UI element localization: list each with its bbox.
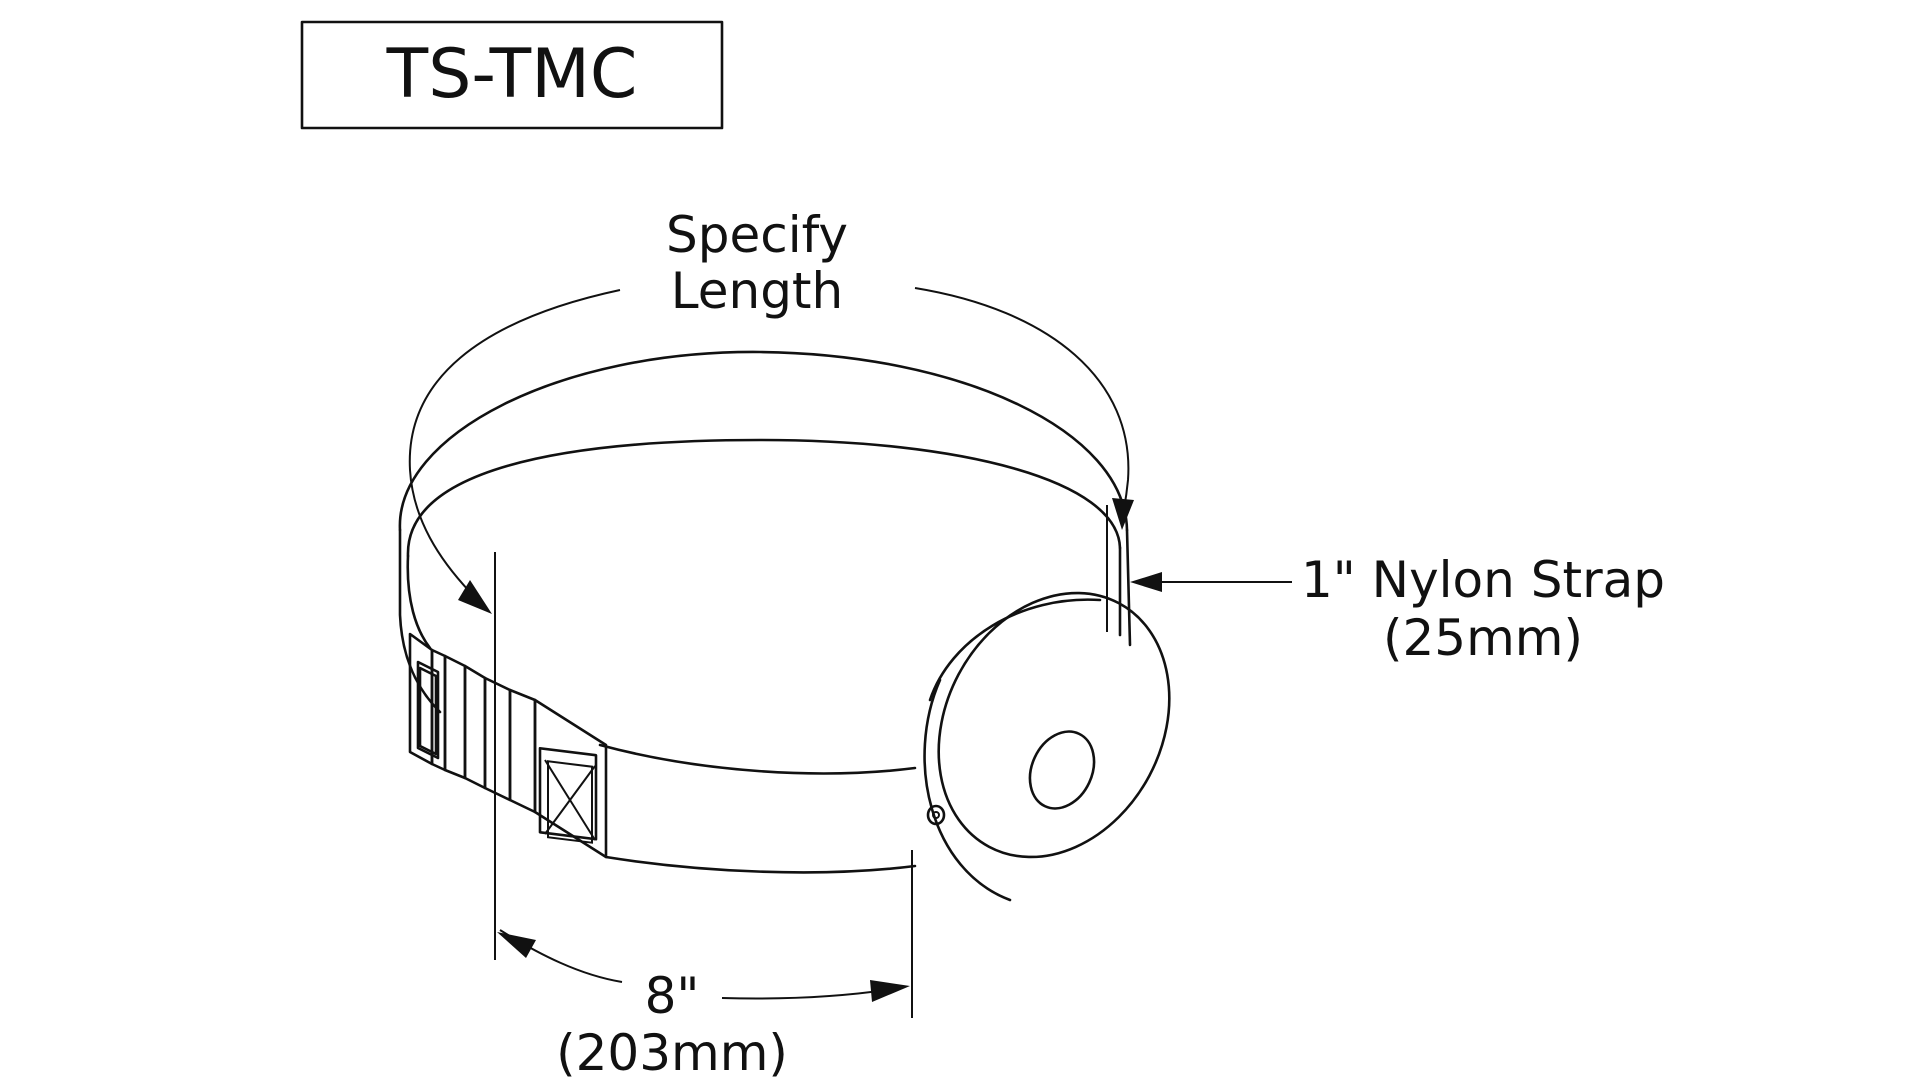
strap-front-top (598, 743, 917, 775)
length-arrow-left (458, 580, 492, 614)
strap-top-inner (406, 438, 1122, 558)
strap-top-outer (398, 350, 1129, 532)
strap-front-bottom (604, 855, 917, 874)
length-label-line1: Specify (666, 206, 848, 264)
strap-left-wall-inner (406, 554, 432, 650)
mount-puck (923, 591, 1171, 902)
buckle (408, 632, 608, 859)
model-title: TS-TMC (386, 35, 638, 114)
length-dimension-arc-right (914, 287, 1130, 521)
length-dimension-arc-left (408, 289, 621, 593)
width-arrow-right (870, 980, 910, 1002)
width-label-line2: (203mm) (556, 1024, 788, 1080)
strap-label-line1: 1" Nylon Strap (1301, 551, 1665, 609)
puck-hole (1028, 730, 1096, 810)
strap-leader-arrow (1130, 572, 1162, 592)
width-label-line1: 8" (645, 967, 700, 1025)
length-label-line2: Length (671, 262, 843, 320)
strap-right-wall (1125, 528, 1132, 647)
strap-label-line2: (25mm) (1383, 609, 1583, 667)
width-arrow-left (497, 932, 536, 958)
set-screw (926, 804, 946, 826)
length-arrow-right (1112, 498, 1134, 530)
model-title-box (300, 20, 724, 130)
